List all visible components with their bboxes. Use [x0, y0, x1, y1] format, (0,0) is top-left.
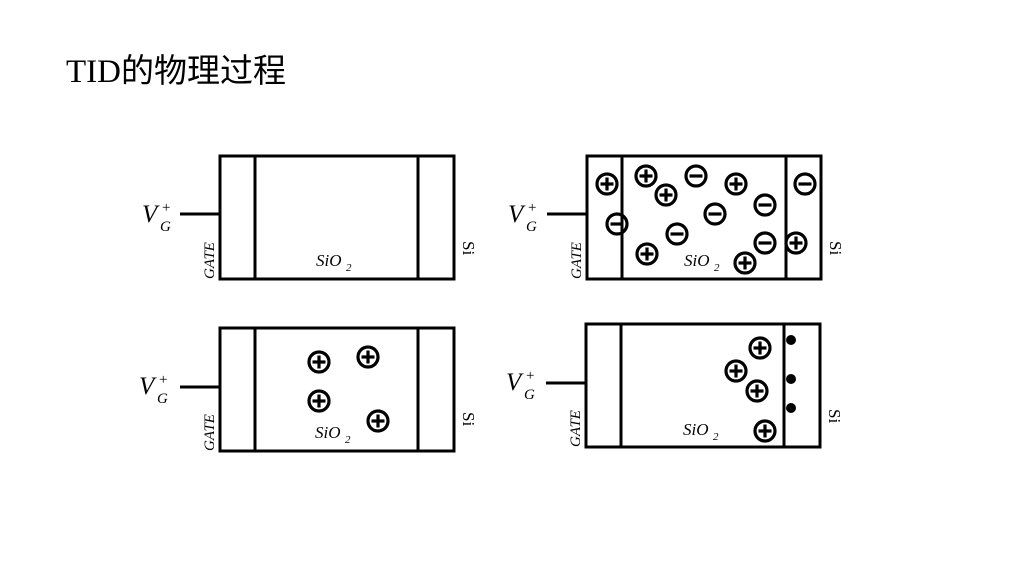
electron-charge [684, 164, 708, 188]
panel-4-interface-traps: V G + GATE SiO 2 Si [506, 322, 844, 449]
panel-3-hole-trapping: V G + GATE SiO 2 Si [139, 326, 478, 453]
oxide-label: SiO [684, 251, 710, 270]
voltage-label: V [506, 369, 524, 396]
panel-1-initial: V G + GATE SiO 2 Si [142, 154, 478, 281]
gate-label: GATE [569, 242, 585, 279]
voltage-label: V [508, 201, 526, 228]
hole-charge [733, 251, 757, 275]
voltage-label: V [142, 201, 160, 228]
hole-charge [635, 242, 659, 266]
mos-outline [584, 322, 822, 449]
oxide-subscript: 2 [713, 431, 719, 443]
hole-charge [748, 336, 772, 360]
si-label: Si [459, 412, 478, 426]
interface-trap-dot [786, 374, 796, 384]
hole-charge [745, 379, 769, 403]
voltage-label: V [139, 373, 157, 400]
gate-label: GATE [568, 410, 584, 447]
voltage-subscript: G [160, 219, 171, 235]
voltage-superscript: + [159, 372, 167, 388]
electron-charge [753, 193, 777, 217]
voltage-subscript: G [157, 391, 168, 407]
page-title: TID的物理过程 [66, 54, 286, 90]
hole-charge [634, 164, 658, 188]
electron-charge [605, 212, 629, 236]
oxide-label: SiO [316, 251, 342, 270]
mos-outline [218, 154, 456, 281]
electron-charge [665, 222, 689, 246]
si-label: Si [459, 241, 478, 255]
hole-charge [784, 231, 808, 255]
voltage-superscript: + [162, 200, 170, 216]
gate-label: GATE [202, 242, 218, 279]
mos-outline [585, 154, 823, 281]
hole-charge [366, 409, 390, 433]
voltage-superscript: + [528, 200, 536, 216]
hole-charge [724, 172, 748, 196]
hole-charge [356, 345, 380, 369]
panel-2-ionization: V G + GATE SiO 2 Si [508, 154, 845, 281]
mos-outline [218, 326, 456, 453]
oxide-label: SiO [683, 420, 709, 439]
electron-charge [753, 231, 777, 255]
oxide-label: SiO [315, 423, 341, 442]
electron-charge [793, 172, 817, 196]
voltage-subscript: G [524, 387, 535, 403]
hole-charge [307, 389, 331, 413]
hole-charge [595, 172, 619, 196]
hole-charge [724, 359, 748, 383]
hole-charge [307, 350, 331, 374]
si-label: Si [825, 409, 844, 423]
hole-charge [654, 183, 678, 207]
voltage-superscript: + [526, 368, 534, 384]
electron-charge [703, 202, 727, 226]
voltage-subscript: G [526, 219, 537, 235]
oxide-subscript: 2 [345, 434, 351, 446]
interface-trap-dot [786, 403, 796, 413]
hole-charge [753, 419, 777, 443]
gate-label: GATE [202, 414, 218, 451]
si-label: Si [826, 241, 845, 255]
interface-trap-dot [786, 335, 796, 345]
oxide-subscript: 2 [346, 262, 352, 274]
oxide-subscript: 2 [714, 262, 720, 274]
